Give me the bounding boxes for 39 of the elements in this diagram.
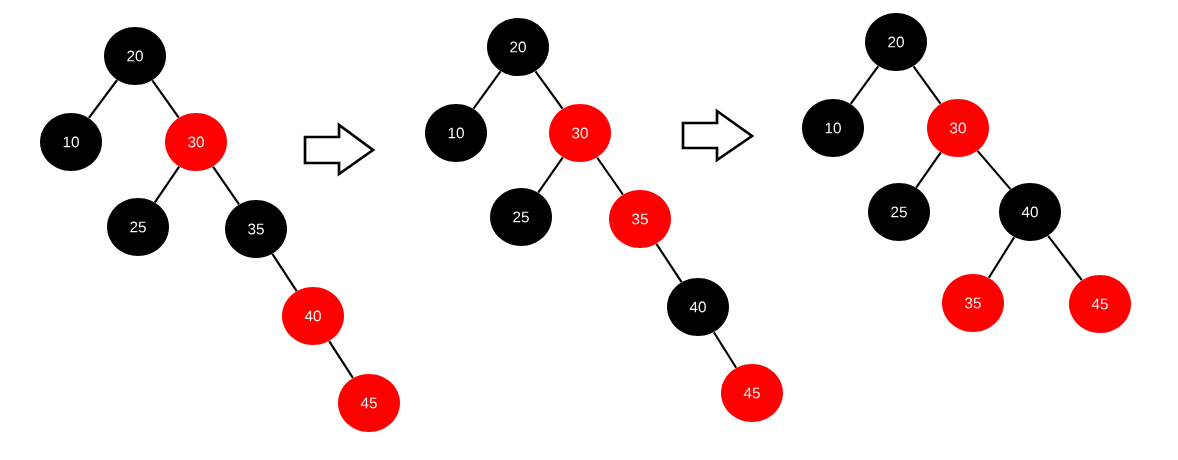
tree-node: 45 bbox=[1069, 275, 1131, 333]
tree-node: 20 bbox=[865, 13, 927, 71]
tree-edge bbox=[472, 70, 502, 110]
tree-edge bbox=[987, 236, 1016, 279]
tree-edge bbox=[328, 340, 354, 379]
tree-node: 35 bbox=[942, 274, 1004, 332]
tree-edge bbox=[88, 79, 118, 119]
tree-edge bbox=[1047, 235, 1083, 281]
tree-edge bbox=[534, 70, 564, 110]
tree-edge bbox=[976, 150, 1012, 190]
tree-node: 30 bbox=[549, 104, 611, 162]
tree-edge bbox=[849, 65, 880, 105]
tree-node: 35 bbox=[225, 200, 287, 258]
tree-edge bbox=[271, 253, 298, 292]
tree-node: 40 bbox=[282, 287, 344, 345]
tree-node: 20 bbox=[104, 27, 166, 85]
tree-node: 25 bbox=[490, 188, 552, 246]
tree-edge bbox=[655, 243, 683, 283]
tree-edge bbox=[537, 156, 564, 194]
tree-edge bbox=[596, 156, 624, 196]
tree-node: 40 bbox=[999, 183, 1061, 241]
tree-edge bbox=[915, 151, 942, 189]
tree-edge bbox=[153, 166, 181, 203]
tree-node: 10 bbox=[425, 104, 487, 162]
tree-node: 20 bbox=[487, 18, 549, 76]
tree-node: 45 bbox=[338, 374, 400, 432]
tree-node: 10 bbox=[40, 113, 102, 171]
tree-edge bbox=[212, 165, 240, 205]
tree-edge bbox=[912, 65, 942, 105]
tree-edge bbox=[151, 79, 180, 119]
tree-edge bbox=[712, 331, 738, 369]
tree-node: 25 bbox=[107, 198, 169, 256]
tree-node: 25 bbox=[868, 183, 930, 241]
tree-node: 45 bbox=[721, 364, 783, 422]
tree-node: 10 bbox=[802, 99, 864, 157]
tree-node: 30 bbox=[927, 99, 989, 157]
tree-node: 35 bbox=[609, 190, 671, 248]
tree-node: 30 bbox=[165, 113, 227, 171]
tree-node: 40 bbox=[667, 278, 729, 336]
